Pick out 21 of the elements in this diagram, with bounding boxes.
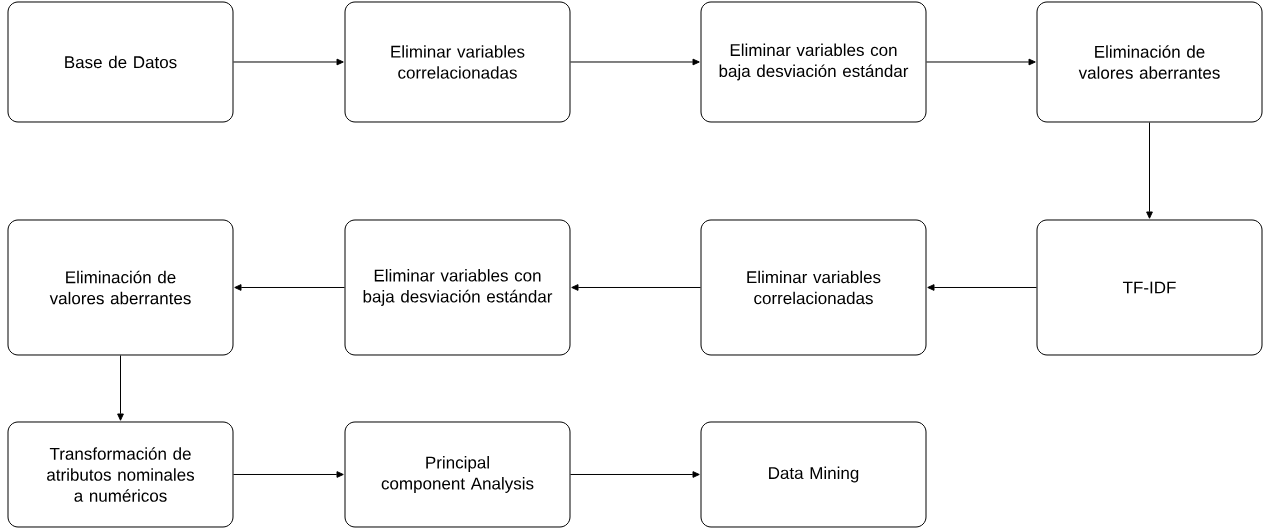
- arrow: [571, 284, 701, 291]
- arrow: [233, 471, 344, 478]
- process-box: Eliminar variables con baja desviación estándar: [344, 219, 571, 356]
- arrow: [570, 58, 700, 66]
- arrow: [927, 284, 1037, 291]
- process-box: Principal component Analysis: [344, 421, 571, 528]
- process-box: Data Mining: [700, 421, 927, 528]
- arrow: [233, 58, 344, 66]
- arrow: [1146, 122, 1153, 219]
- process-box: Eliminación de valores aberrantes: [1036, 1, 1263, 123]
- process-box: Eliminar variables correlacionadas: [344, 1, 571, 123]
- process-box: Transformación de atributos nominales a numéricos: [7, 421, 234, 528]
- process-box: Base de Datos: [7, 1, 234, 123]
- arrow: [234, 284, 345, 291]
- process-box: TF-IDF: [1036, 219, 1263, 356]
- process-box: Eliminación de valores aberrantes: [7, 219, 234, 356]
- arrow: [570, 471, 700, 478]
- process-box: Eliminar variables con baja desviación estándar: [700, 1, 927, 123]
- process-box: Eliminar variables correlacionadas: [700, 219, 927, 356]
- arrow: [117, 355, 124, 421]
- arrow: [926, 58, 1036, 66]
